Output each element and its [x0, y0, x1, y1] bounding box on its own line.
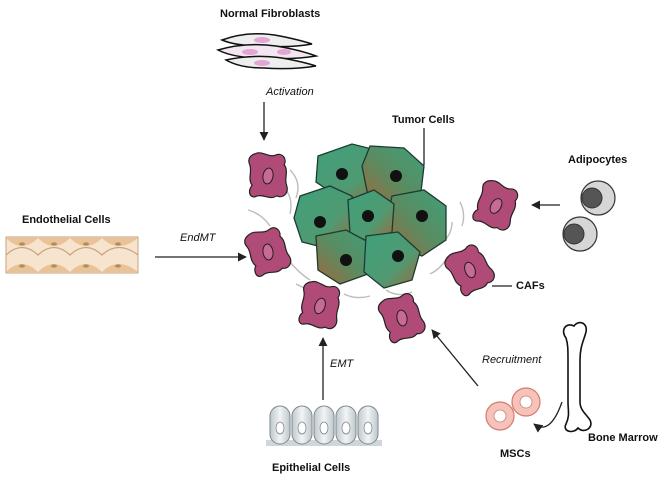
mscs-label: MSCs [500, 448, 531, 460]
activation-label: Activation [266, 86, 314, 98]
endmt-label: EndMT [180, 232, 216, 244]
bone-marrow-arrow [533, 401, 563, 433]
recruitment-arrow [431, 329, 479, 387]
endothelial-cells-label: Endothelial Cells [22, 214, 111, 226]
bone-marrow-icon [562, 321, 592, 433]
epithelial-cells-icon [266, 405, 382, 446]
bone-marrow-label: Bone Marrow [588, 432, 658, 444]
tumor-cells-label: Tumor Cells [392, 114, 455, 126]
epithelial-cells-label: Epithelial Cells [272, 462, 351, 474]
mscs-icon [485, 387, 541, 431]
emt-label: EMT [330, 358, 354, 370]
adipocytes-icon [562, 180, 616, 252]
adipocytes-label: Adipocytes [568, 154, 628, 166]
normal-fibroblasts-label: Normal Fibroblasts [220, 8, 321, 20]
normal-fibroblasts-icon [215, 33, 319, 70]
tumor-cells-icon [293, 143, 447, 289]
cafs-label: CAFs [516, 280, 545, 292]
endothelial-cells-icon [5, 236, 139, 274]
recruitment-label: Recruitment [482, 354, 542, 366]
